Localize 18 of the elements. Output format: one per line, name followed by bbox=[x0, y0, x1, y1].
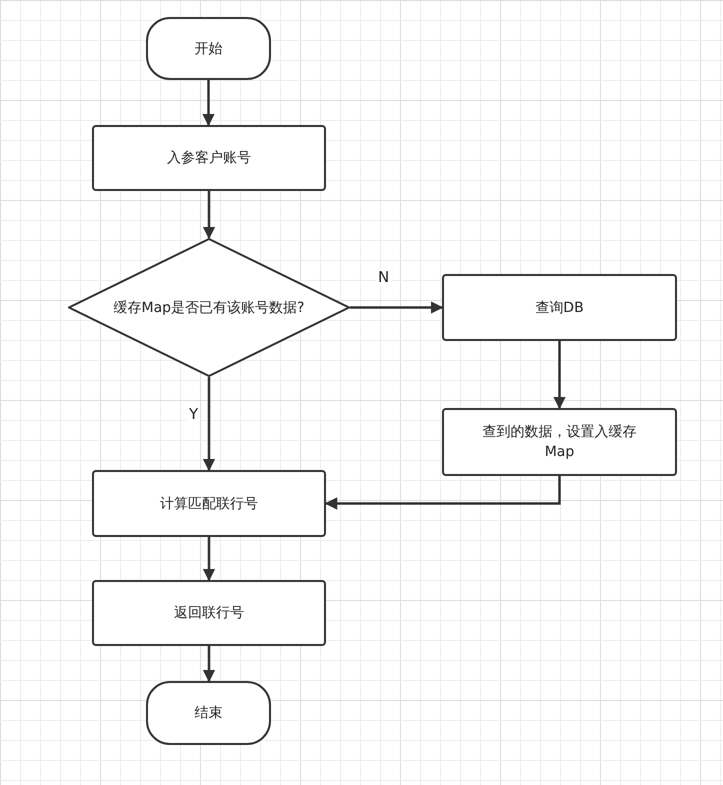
arrow bbox=[202, 191, 216, 240]
arrow bbox=[553, 341, 566, 410]
edge-label: N bbox=[376, 268, 392, 286]
process-box: 查询DB bbox=[442, 274, 677, 341]
process-box: 入参客户账号 bbox=[92, 125, 326, 191]
terminal-shape: 开始 bbox=[146, 17, 271, 80]
arrow bbox=[324, 476, 561, 510]
decision-diamond: 缓存Map是否已有该账号数据? bbox=[68, 238, 350, 377]
process-box: 查到的数据，设置入缓存Map bbox=[442, 408, 677, 476]
arrow bbox=[350, 301, 444, 314]
arrow bbox=[202, 80, 215, 126]
arrow bbox=[202, 537, 216, 582]
terminal-shape: 结束 bbox=[146, 681, 271, 745]
arrow bbox=[202, 646, 216, 682]
process-box: 计算匹配联行号 bbox=[92, 470, 326, 537]
arrow bbox=[202, 377, 216, 472]
edge-label: Y bbox=[187, 405, 200, 423]
process-box: 返回联行号 bbox=[92, 580, 326, 646]
